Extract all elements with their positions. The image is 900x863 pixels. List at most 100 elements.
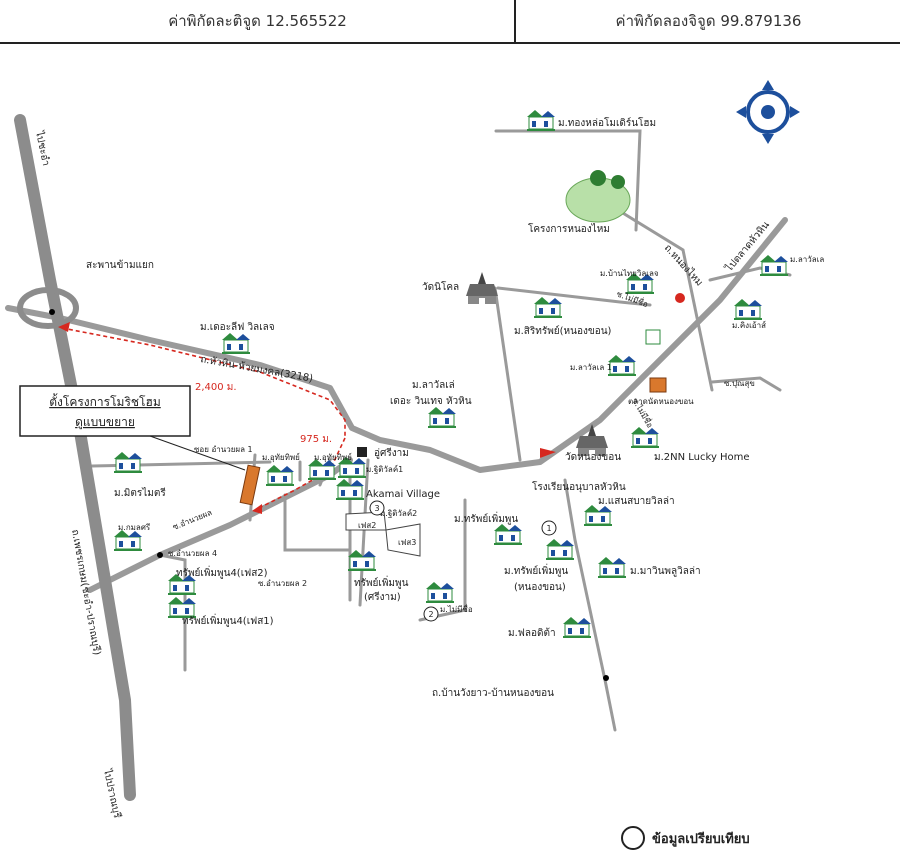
place-saensabai: ม.แสนสบายวิลล่า: [598, 496, 675, 507]
distance-2400: 2,400 ม.: [195, 382, 237, 393]
place-subphenpoon-sriram-2: (ศรีงาม): [364, 591, 401, 603]
tree-icon: [590, 170, 606, 186]
legend-text: ข้อมูลเปรียบเทียบ: [652, 831, 750, 847]
house-icon: [221, 332, 251, 355]
place-wat-nikhom: วัดนิโคล: [422, 280, 459, 293]
place-uthai: ม.อุทัยทิพย์: [262, 452, 300, 462]
header-divider: [514, 0, 516, 42]
house-icon: [597, 556, 627, 579]
place-subphenpoon-nk-1: ม.ทรัพย์เพิ่มพูน: [504, 563, 568, 577]
house-icon: [630, 426, 660, 449]
soi-wang-yao-label: ถ.บ้านวังยาว-บ้านหนองขอน: [432, 687, 554, 699]
road-nonghonmai: [603, 200, 714, 392]
house-icon: [526, 109, 556, 132]
marker-2: 2: [423, 606, 439, 622]
legend-circle: [621, 826, 645, 850]
place-lavalle-winthep-1: ม.ลาวัลเล่: [412, 380, 455, 391]
place-phase3: เฟส3: [398, 538, 416, 547]
temple-icon: [466, 272, 498, 304]
route-arrow-head-2: [252, 504, 262, 514]
svg-text:3: 3: [374, 504, 379, 513]
soi-punsuk-label: ซ.ปุณสุข: [724, 379, 755, 388]
soi-amnuaypol4-label: ซ.อำนวยผล 4: [168, 549, 217, 558]
place-subphenpoon-nk-2: (หนองขอน): [514, 582, 566, 593]
house-icon: [113, 529, 143, 552]
place-subphenpoon-ph2: ทรัพย์เพิ่มพูน4(เฟส2): [176, 565, 268, 579]
to-pranburi-label: ไปปราณบุรี: [101, 767, 123, 820]
house-icon: [759, 254, 789, 277]
soi-amnuaypol1-label: ซอย อำนวยผล 1: [194, 445, 253, 454]
project-title-1: ตั้งโครงการโมริชโฮม: [49, 393, 161, 409]
project-title-2: ดูแบบขยาย: [75, 415, 135, 430]
road-sirisap-east: [496, 286, 652, 307]
road-wang-yao: [563, 478, 617, 732]
place-subphenpoon-ph1: ทรัพย์เพิ่มพูน4(เฟส1): [182, 613, 274, 627]
place-subphenpoon-center: ม.ทรัพย์เพิ่มพูน: [454, 511, 518, 525]
highway-petchkasem: [14, 114, 136, 801]
marker-3: 3: [369, 500, 385, 516]
place-u-sriram: อู่ศรีงาม: [374, 447, 409, 459]
place-the-life: ม.เดอะลีฟ วิลเลจ: [200, 321, 275, 333]
phase3-block: [385, 523, 421, 557]
soi-amnuaypol-label: ซ.อำนวยผล: [171, 508, 213, 532]
house-icon: [533, 296, 563, 319]
soi-amnuaypol2-label: ซ.อำนวยผล 2: [258, 579, 307, 588]
house-icon: [583, 504, 613, 527]
house-icon: [733, 298, 763, 321]
place-nong-hon-mai: โครงการหนองไหม: [528, 222, 610, 235]
house-icon: [425, 581, 455, 604]
place-lavalle-winthep-2: เดอะ วินเทจ หัวหิน: [390, 396, 472, 407]
place-thonglor: ม.ทองหล่อโมเดิร์นโฮม: [558, 116, 656, 129]
place-2nn: ม.2NN Lucky Home: [654, 452, 750, 463]
marker-1: 1: [541, 520, 557, 536]
svg-text:2: 2: [428, 610, 433, 619]
school-flag-icon: [540, 448, 556, 458]
road-amnuaypol-branch: [158, 553, 187, 672]
place-subphenpoon-sriram-1: ทรัพย์เพิ่มพูน: [354, 575, 409, 589]
shell-station-icon: [675, 293, 685, 303]
place-subway-1: ม.ฐิติวัลค์1: [366, 464, 403, 474]
project-callout-box: [19, 385, 191, 437]
garage-icon: [357, 447, 367, 457]
place-akamai: Akamai Village: [366, 489, 440, 500]
house-icon: [427, 406, 457, 429]
place-uthai2: ม.อุทัยทิพย์: [314, 452, 352, 462]
place-kamsri: ม.กมลศรี: [118, 523, 151, 532]
place-marvin: ม.มาวินพลูวิลล่า: [630, 566, 701, 577]
route-975: [254, 437, 346, 511]
place-sirisap: ม.สิริทรัพย์(หนองขอน): [514, 325, 612, 337]
huahin-huaimongkol-label: ถ.หัวหิน-ห้วยมงคล(3218): [199, 353, 314, 385]
junction-dot: [49, 309, 55, 315]
house-icon: [113, 451, 143, 474]
place-lavalle-right: ม.ลาวัลเล: [790, 255, 824, 264]
market-icon: [649, 377, 667, 393]
overpass-loop: [17, 287, 79, 329]
road-sriram-2: [358, 458, 370, 607]
overpass-label: สะพานข้ามแยก: [86, 259, 154, 271]
compass-icon: [736, 80, 800, 144]
place-mitr-maitri: ม.มิตรไมตรี: [114, 487, 166, 499]
house-icon: [562, 616, 592, 639]
legend: ข้อมูลเปรียบเทียบ: [621, 826, 750, 850]
house-icon: [167, 596, 197, 619]
callout-leader: [149, 435, 246, 471]
svg-text:1: 1: [546, 524, 551, 533]
place-mai-mi-chue: ม.ไม่มีชื่อ: [440, 603, 473, 614]
sevenmart-icon: [645, 329, 661, 345]
route-2400: [61, 327, 346, 436]
place-fluorite: ม.ฟลอดิต้า: [508, 627, 556, 639]
house-icon: [307, 458, 337, 481]
project-plot: [239, 464, 261, 506]
place-phase2: เฟส2: [358, 521, 376, 530]
junction-dot: [603, 675, 609, 681]
road-amnuaypol2: [283, 493, 352, 552]
longitude-label: ค่าพิกัดลองจิจูด 99.879136: [615, 12, 802, 30]
tree-icon-2: [611, 175, 625, 189]
road-punsuk: [710, 376, 782, 392]
road-huahin-huaimongkol: [5, 217, 788, 473]
coordinates-header: ค่าพิกัดละติจูด 12.565522 ค่าพิกัดลองจิจ…: [0, 0, 900, 44]
road-nikhom-sirisap: [493, 286, 522, 462]
distance-975: 975 ม.: [300, 434, 332, 445]
house-icon: [493, 523, 523, 546]
